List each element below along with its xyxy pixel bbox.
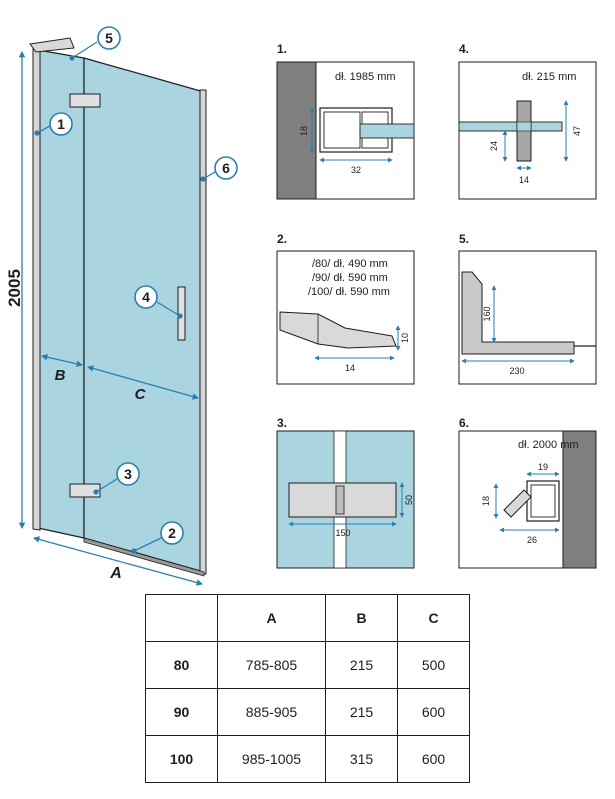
table-cell: 885-905 (217, 688, 326, 736)
dimension-a-label: A (109, 565, 122, 582)
table-header-corner (145, 594, 218, 642)
dimension-b-line (40, 354, 84, 367)
callout-4: 4 (134, 285, 183, 319)
table-cell: 600 (397, 688, 470, 736)
table-cell: 215 (325, 641, 398, 689)
svg-text:18: 18 (481, 496, 491, 506)
wall-section (276, 61, 317, 200)
svg-text:4: 4 (142, 289, 150, 305)
svg-text:5: 5 (105, 30, 113, 46)
callout-1: 1 (34, 112, 73, 136)
height-label: 2005 (5, 269, 24, 307)
door-handle (177, 286, 186, 341)
svg-text:3: 3 (124, 466, 132, 482)
callout-3: 3 (93, 462, 140, 495)
svg-text:6.: 6. (459, 416, 469, 430)
table-row: 90 885-905 215 600 (145, 688, 470, 736)
dimension-b-label: B (55, 367, 66, 384)
svg-text:18: 18 (299, 126, 309, 136)
callout-5: 5 (69, 26, 121, 61)
detail-2: 2. /80/ dł. 490 mm /90/ dł. 590 mm /100/… (276, 232, 415, 385)
detail-6: 6. dł. 2000 mm 19 18 26 (458, 416, 597, 569)
table-header-a: A (217, 594, 326, 642)
svg-text:1.: 1. (277, 42, 287, 56)
table-row-size: 90 (145, 688, 218, 736)
table-row-size: 80 (145, 641, 218, 689)
detail-4: 4. dł. 215 mm 47 24 14 (458, 42, 597, 200)
svg-text:32: 32 (351, 165, 361, 175)
svg-text:14: 14 (519, 175, 529, 185)
table-cell: 500 (397, 641, 470, 689)
table-row: 80 785-805 215 500 (145, 641, 470, 689)
svg-text:/90/ dł. 590 mm: /90/ dł. 590 mm (312, 272, 388, 284)
callout-6: 6 (200, 156, 238, 182)
svg-text:47: 47 (572, 126, 582, 136)
door-glass-panel (83, 57, 205, 573)
svg-text:4.: 4. (459, 42, 469, 56)
table-cell: 985-1005 (217, 735, 326, 783)
technical-drawing: 2005 B C A 5 1 6 (5, 26, 597, 586)
top-bracket (29, 37, 75, 53)
svg-text:1: 1 (57, 116, 65, 132)
detail-1: 1. dł. 1985 mm 18 32 (276, 42, 415, 200)
table-cell: 785-805 (217, 641, 326, 689)
svg-text:dł. 2000 mm: dł. 2000 mm (518, 439, 579, 451)
svg-text:2.: 2. (277, 232, 287, 246)
table-header-b: B (325, 594, 398, 642)
svg-text:2: 2 (168, 525, 176, 541)
table-header-row: A B C (145, 594, 470, 642)
dimension-a-line (32, 536, 204, 586)
dimensions-table: A B C 80 785-805 215 500 90 885-905 215 … (145, 594, 470, 783)
svg-text:19: 19 (538, 462, 548, 472)
door-edge-profile (199, 89, 207, 575)
svg-text:160: 160 (482, 306, 492, 321)
svg-text:6: 6 (222, 160, 230, 176)
table-row-size: 100 (145, 735, 218, 783)
dimension-c-label: C (135, 386, 147, 403)
svg-text:/80/ dł. 490 mm: /80/ dł. 490 mm (312, 258, 388, 270)
table-cell: 315 (325, 735, 398, 783)
table-cell: 215 (325, 688, 398, 736)
shower-door-drawing: 2005 B C A 5 1 6 (5, 26, 238, 586)
svg-text:24: 24 (489, 141, 499, 151)
detail-5: 5. 160 230 (458, 232, 597, 385)
svg-text:3.: 3. (277, 416, 287, 430)
svg-text:14: 14 (345, 363, 355, 373)
table-row: 100 985-1005 315 600 (145, 735, 470, 783)
wall-profile (32, 47, 41, 531)
svg-text:26: 26 (527, 535, 537, 545)
dimension-c-line (86, 365, 200, 400)
svg-text:230: 230 (509, 366, 524, 376)
wall-section (562, 430, 597, 569)
detail-3: 3. 50 150 (276, 416, 415, 569)
svg-text:50: 50 (404, 495, 414, 505)
callout-2: 2 (131, 521, 184, 554)
bottom-hinge (69, 483, 101, 498)
table-header-c: C (397, 594, 470, 642)
svg-text:150: 150 (335, 528, 350, 538)
svg-text:10: 10 (400, 333, 410, 343)
svg-text:5.: 5. (459, 232, 469, 246)
svg-text:/100/ dł. 590 mm: /100/ dł. 590 mm (308, 286, 390, 298)
svg-text:dł. 1985 mm: dł. 1985 mm (335, 71, 396, 83)
top-hinge (69, 93, 101, 108)
svg-text:dł. 215 mm: dł. 215 mm (522, 71, 576, 83)
table-cell: 600 (397, 735, 470, 783)
